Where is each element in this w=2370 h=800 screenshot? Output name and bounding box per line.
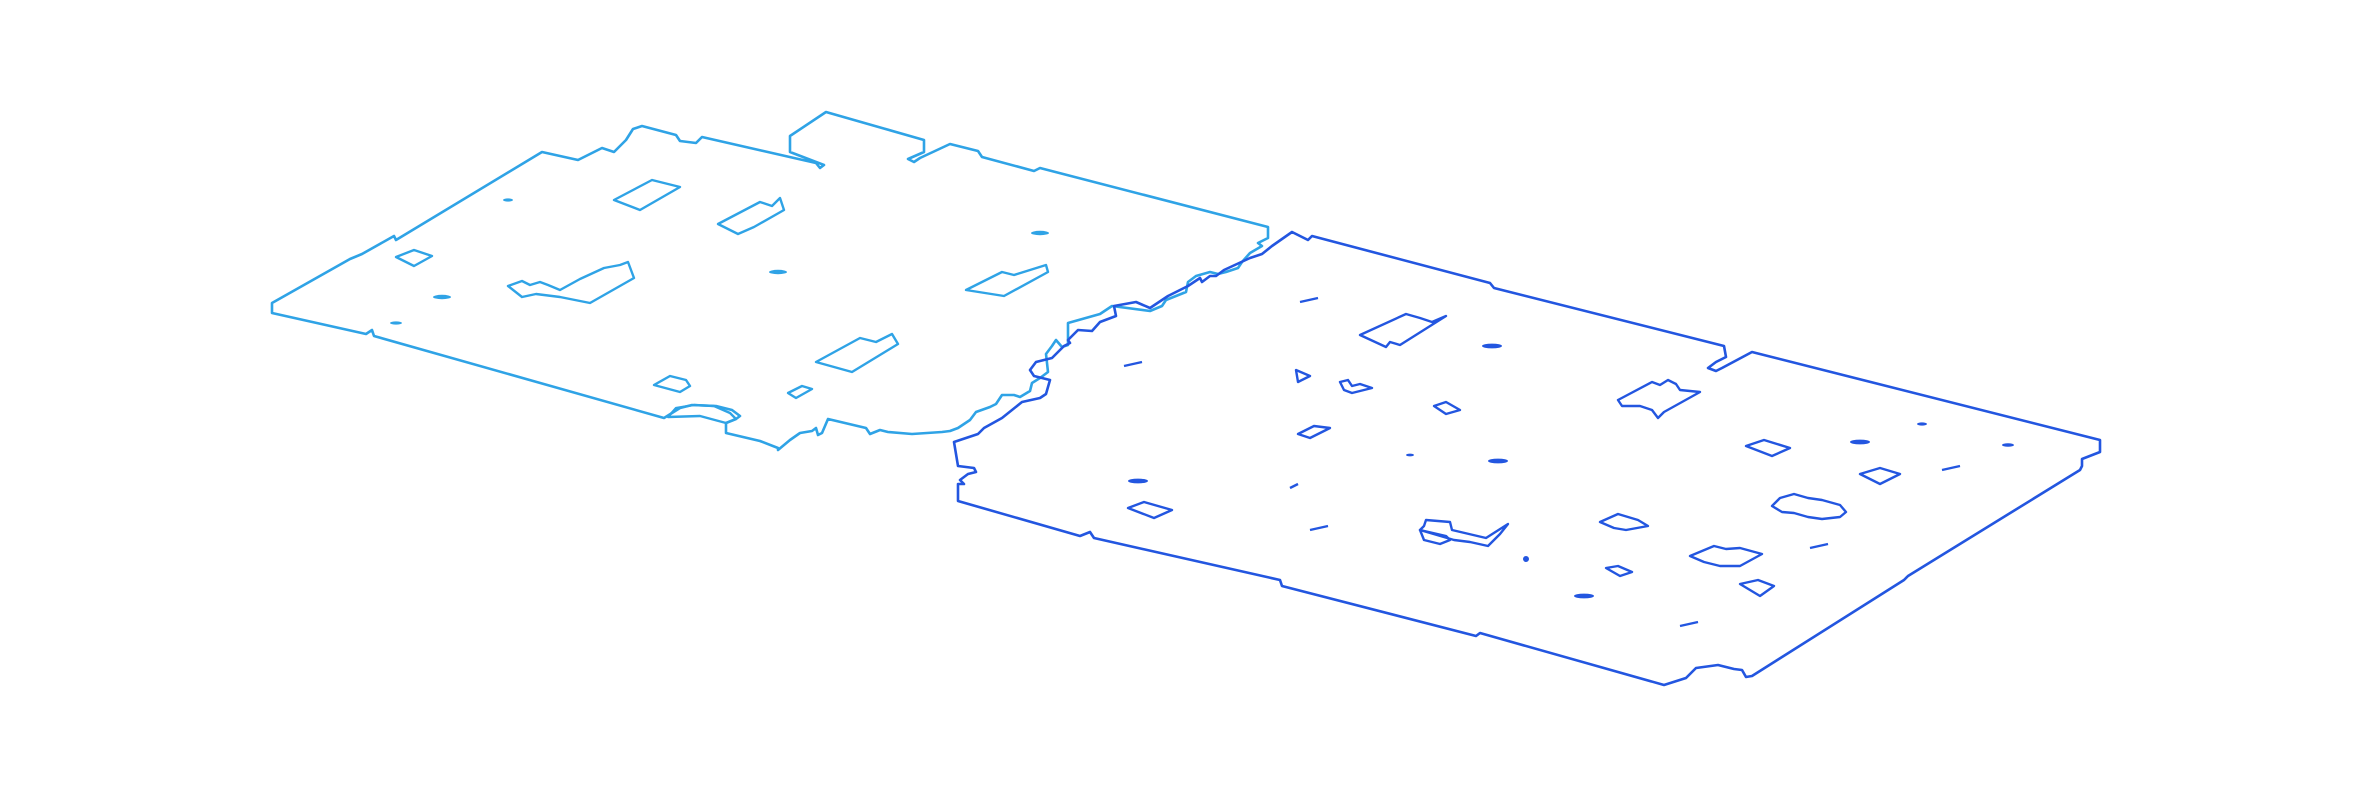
- panel-right-cutout: [1432, 400, 1462, 416]
- panel-left: [270, 110, 1270, 452]
- panel-left-cutout: [506, 260, 636, 305]
- panel-right-outline: [952, 230, 2102, 687]
- panel-left-hole: [503, 198, 513, 202]
- panel-left-cutout: [786, 384, 814, 400]
- panel-right-cutout: [1598, 512, 1650, 532]
- panel-left-cutout: [394, 248, 434, 268]
- panel-right-slot: [1289, 482, 1299, 490]
- panel-left-cutout: [814, 332, 900, 374]
- panel-right-cutout: [1744, 438, 1792, 458]
- panel-left-cutout: [612, 178, 682, 212]
- panel-right-cutout: [1770, 492, 1848, 521]
- panel-right-hole: [1488, 458, 1508, 464]
- panel-right-slot: [1941, 464, 1961, 472]
- panel-right-cutout: [1858, 466, 1902, 486]
- panel-right-cutout: [1338, 378, 1374, 395]
- panel-left-hole: [433, 294, 451, 300]
- panel-left-hole: [390, 321, 402, 325]
- panel-left-cutout: [964, 263, 1050, 298]
- panel-left-hole: [769, 269, 787, 275]
- panel-left-cutout: [652, 374, 692, 394]
- panel-right-cutout: [1126, 500, 1174, 520]
- panel-right-cutout: [1688, 544, 1764, 568]
- panel-right-slot: [1309, 524, 1329, 532]
- panel-right-hole: [1574, 593, 1594, 599]
- panel-right-hole: [1917, 422, 1927, 426]
- panel-right-slot: [1809, 542, 1829, 550]
- panel-left-cutout: [666, 403, 738, 425]
- panel-right-hole: [1482, 343, 1502, 349]
- panel-right-slot: [1123, 360, 1143, 368]
- panel-right-slot: [1299, 296, 1319, 304]
- panel-right-cutout: [1616, 378, 1702, 420]
- panel-right-cutout: [1418, 518, 1510, 548]
- panel-right: [952, 230, 2102, 687]
- panel-right-hole: [1128, 478, 1148, 484]
- panel-right-cutout: [1604, 564, 1634, 578]
- panel-right-cutout: [1418, 528, 1452, 546]
- panel-right-cutout: [1738, 578, 1776, 598]
- panel-right-hole: [1406, 453, 1414, 457]
- panel-left-cutout: [716, 196, 786, 236]
- panel-right-cutout: [1358, 312, 1448, 349]
- panel-right-slot: [1679, 620, 1699, 628]
- panel-right-hole: [2002, 443, 2014, 447]
- panel-left-outline: [270, 110, 1270, 452]
- panel-right-hole: [1523, 556, 1529, 562]
- panel-right-hole: [1850, 439, 1870, 445]
- panel-right-cutout: [1294, 368, 1312, 384]
- panel-left-hole: [1031, 230, 1049, 236]
- panel-right-cutout: [1296, 424, 1332, 440]
